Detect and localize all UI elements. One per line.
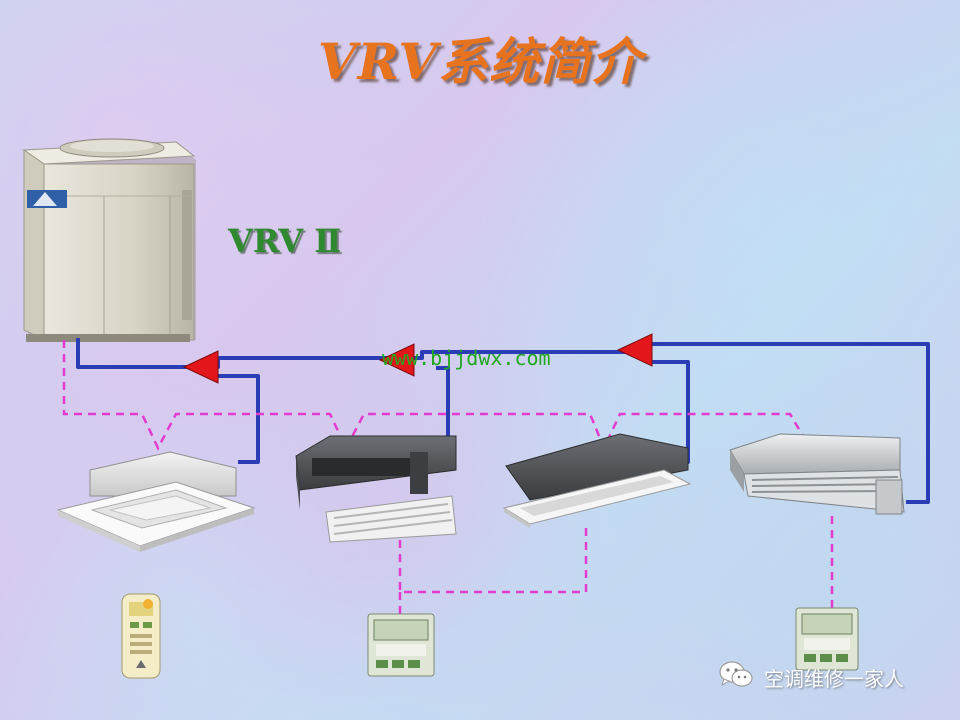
watermark-url: www.bjjdwx.com bbox=[382, 346, 551, 370]
wechat-icon bbox=[718, 660, 754, 694]
control-wiring bbox=[62, 340, 834, 614]
flow-arrows bbox=[182, 333, 653, 384]
wired-remote-controller bbox=[795, 607, 859, 671]
flow-arrow bbox=[378, 343, 415, 377]
slim-duct-indoor-unit bbox=[729, 433, 905, 515]
brand-watermark: 空调维修一家人 bbox=[718, 660, 904, 694]
system-model-label: VRV Ⅱ bbox=[228, 222, 342, 260]
wireless-remote-controller bbox=[121, 593, 161, 679]
page-title: VRV系统简介 bbox=[317, 32, 643, 91]
cassette-indoor-unit bbox=[56, 451, 256, 552]
flow-arrow bbox=[182, 350, 219, 384]
outdoor-unit bbox=[22, 138, 196, 342]
ceiling-indoor-unit bbox=[502, 433, 692, 528]
wired-remote-controller bbox=[367, 613, 435, 677]
ducted-indoor-unit bbox=[295, 435, 457, 543]
brand-name: 空调维修一家人 bbox=[764, 666, 904, 691]
flow-arrow bbox=[616, 333, 653, 367]
